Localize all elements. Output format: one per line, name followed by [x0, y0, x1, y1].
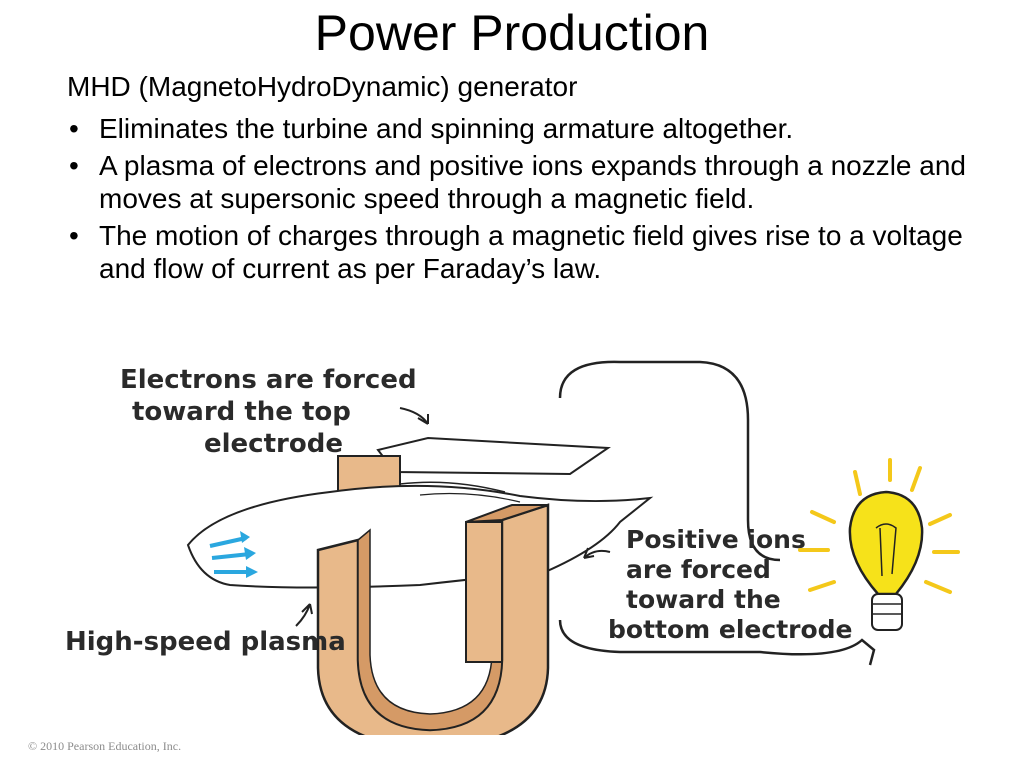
label-ions-line4: bottom electrode	[608, 615, 853, 644]
plasma-flow-line	[419, 492, 521, 503]
bullet-text: The motion of charges through a magnetic…	[99, 220, 963, 284]
label-electrons-line2: toward the top	[132, 397, 351, 427]
bullet-item: • The motion of charges through a magnet…	[67, 219, 987, 285]
pointer-arrow-icon	[583, 547, 611, 559]
plasma-flow-line	[399, 481, 506, 493]
bullet-item: • Eliminates the turbine and spinning ar…	[67, 112, 987, 145]
arrow-icon	[211, 547, 256, 560]
pointer-arrow-icon	[399, 407, 429, 425]
bullet-text: A plasma of electrons and positive ions …	[99, 150, 967, 214]
slide-subtitle: MHD (MagnetoHydroDynamic) generator	[67, 71, 578, 102]
bullet-text: Eliminates the turbine and spinning arma…	[99, 113, 794, 144]
arrow-icon	[214, 566, 258, 578]
label-ions-line1: Positive ions	[626, 525, 806, 554]
u-magnet-top	[465, 504, 549, 523]
circuit-wire	[558, 360, 781, 562]
circuit-wire	[558, 619, 876, 666]
label-electrons-line1: Electrons are forced	[120, 365, 417, 395]
plasma-arrows	[209, 531, 258, 578]
label-ions-line3: toward the	[626, 585, 781, 614]
label-electrons-line3: electrode	[204, 429, 343, 459]
u-magnet-inner	[465, 521, 503, 663]
label-ions-line2: are forced	[626, 555, 771, 584]
bullet-item: • A plasma of electrons and positive ion…	[67, 149, 987, 215]
pointer-arrow-icon	[295, 603, 313, 627]
label-plasma: High-speed plasma	[65, 627, 346, 657]
slide-title: Power Production	[314, 5, 710, 61]
light-bulb-icon	[848, 490, 924, 631]
bulb-rays	[798, 458, 960, 594]
bullet-glyph: •	[69, 220, 79, 251]
bullet-glyph: •	[69, 113, 79, 144]
bullet-list: • Eliminates the turbine and spinning ar…	[67, 112, 987, 289]
mhd-diagram: Electrons are forced toward the top elec…	[65, 360, 960, 735]
bullet-glyph: •	[69, 150, 79, 181]
top-electrode	[376, 436, 611, 476]
copyright-notice: © 2010 Pearson Education, Inc.	[28, 739, 182, 753]
arrow-icon	[209, 531, 250, 548]
